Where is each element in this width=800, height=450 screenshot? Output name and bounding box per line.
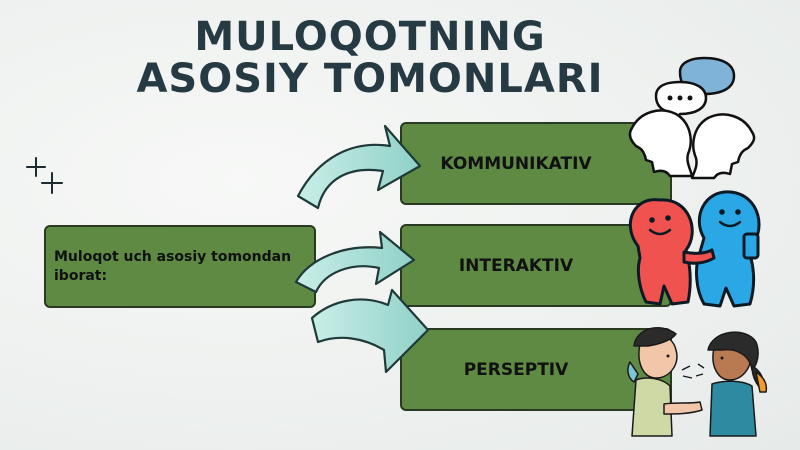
aspect-box-interaktiv: INTERAKTIV <box>400 224 672 307</box>
source-text: Muloqot uch asosiy tomondan iborat: <box>54 248 292 284</box>
aspect-label-interaktiv: INTERAKTIV <box>458 255 574 276</box>
arrow-to-perseptiv <box>310 288 430 374</box>
aspect-label-perseptiv: PERSEPTIV <box>463 359 569 380</box>
aspect-label-kommunikativ: KOMMUNIKATIV <box>440 153 592 174</box>
arrow-to-kommunikativ <box>296 124 422 210</box>
page-title: MULOQOTNING ASOSIY TOMONLARI <box>136 14 604 102</box>
arrow-to-interaktiv <box>294 230 416 294</box>
aspect-box-perseptiv: PERSEPTIV <box>400 328 672 411</box>
